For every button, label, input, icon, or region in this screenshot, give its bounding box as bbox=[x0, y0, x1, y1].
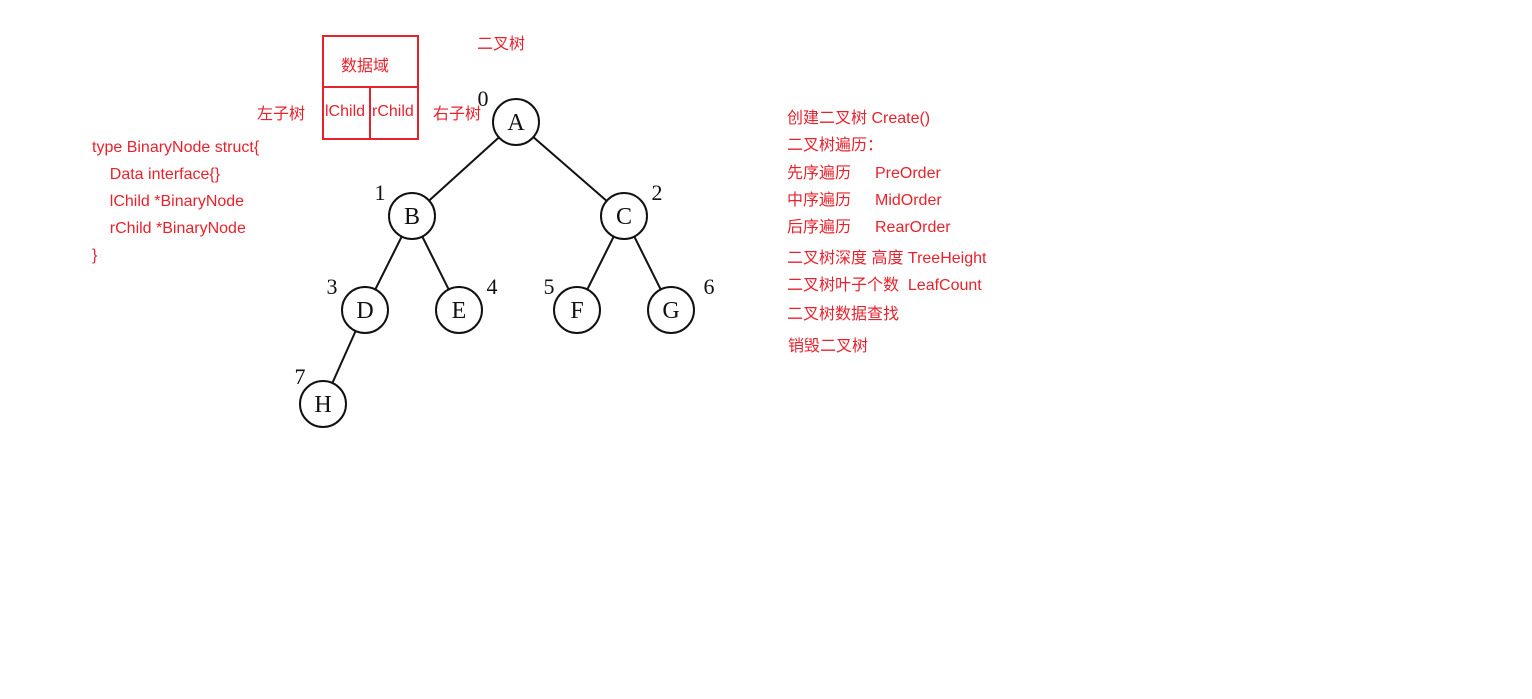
tree-node-index: 2 bbox=[652, 180, 663, 205]
tree-node-B: B1 bbox=[375, 180, 436, 240]
tree-node-H: H7 bbox=[295, 364, 347, 428]
op-leaf: 二叉树叶子个数 LeafCount bbox=[787, 277, 982, 294]
tree-node-circle bbox=[553, 286, 601, 334]
op-search: 二叉树数据查找 bbox=[787, 306, 900, 323]
tree-edge-C-G bbox=[633, 236, 662, 290]
op-height: 二叉树深度 高度 TreeHeight bbox=[787, 250, 987, 267]
tree-node-index: 4 bbox=[487, 274, 498, 299]
tree-node-label: B bbox=[404, 204, 420, 230]
op-rearorder-en: RearOrder bbox=[875, 219, 951, 236]
tree-node-index: 1 bbox=[375, 180, 386, 205]
tree-edge-B-E bbox=[421, 236, 450, 290]
code-line: rChild *BinaryNode bbox=[92, 220, 246, 237]
op-destroy: 销毁二叉树 bbox=[788, 338, 869, 355]
tree-edge-D-H bbox=[331, 330, 357, 384]
tree-node-circle bbox=[299, 380, 347, 428]
op-traverse: 二叉树遍历： bbox=[787, 137, 884, 154]
op-midorder-en: MidOrder bbox=[875, 192, 942, 209]
tree-node-label: E bbox=[452, 298, 467, 324]
tree-edge-A-B bbox=[428, 136, 500, 202]
tree-node-label: C bbox=[616, 204, 632, 230]
tree-node-F: F5 bbox=[544, 274, 601, 334]
rchild-field-label: rChild bbox=[372, 103, 414, 120]
code-line: } bbox=[92, 247, 98, 264]
data-field-label: 数据域 bbox=[341, 58, 390, 75]
op-create: 创建二叉树 Create() bbox=[787, 110, 931, 127]
tree-node-circle bbox=[388, 192, 436, 240]
left-subtree-label: 左子树 bbox=[257, 106, 306, 123]
tree-node-label: A bbox=[507, 110, 525, 136]
tree-node-index: 0 bbox=[478, 86, 489, 111]
tree-node-circle bbox=[600, 192, 648, 240]
tree-node-index: 7 bbox=[295, 364, 306, 389]
op-preorder-en: PreOrder bbox=[875, 165, 941, 182]
tree-node-label: D bbox=[356, 298, 373, 324]
tree-node-circle bbox=[492, 98, 540, 146]
op-rearorder-cn: 后序遍历 bbox=[787, 219, 852, 236]
tree-node-circle bbox=[341, 286, 389, 334]
tree-node-C: C2 bbox=[600, 180, 663, 240]
tree-node-G: G6 bbox=[647, 274, 715, 334]
tree-node-circle bbox=[647, 286, 695, 334]
tree-node-index: 5 bbox=[544, 274, 555, 299]
op-midorder-cn: 中序遍历 bbox=[787, 192, 852, 209]
diagram-title: 二叉树 bbox=[477, 36, 526, 53]
code-line: type BinaryNode struct{ bbox=[92, 139, 260, 156]
tree-node-E: E4 bbox=[435, 274, 498, 334]
tree-node-label: F bbox=[570, 298, 583, 324]
tree-node-A: A0 bbox=[478, 86, 540, 146]
tree-edge-B-D bbox=[374, 236, 403, 290]
tree-edge-C-F bbox=[586, 236, 615, 290]
code-line: Data interface{} bbox=[92, 166, 221, 183]
node-structure-split bbox=[369, 87, 371, 140]
op-preorder-cn: 先序遍历 bbox=[787, 165, 852, 182]
tree-node-D: D3 bbox=[327, 274, 389, 334]
lchild-field-label: lChild bbox=[325, 103, 366, 120]
tree-edge-A-C bbox=[532, 136, 608, 202]
tree-node-index: 3 bbox=[327, 274, 338, 299]
right-subtree-label: 右子树 bbox=[433, 106, 482, 123]
tree-node-index: 6 bbox=[704, 274, 715, 299]
tree-node-label: H bbox=[314, 392, 331, 418]
code-line: lChild *BinaryNode bbox=[92, 193, 245, 210]
tree-node-label: G bbox=[662, 298, 679, 324]
tree-node-circle bbox=[435, 286, 483, 334]
